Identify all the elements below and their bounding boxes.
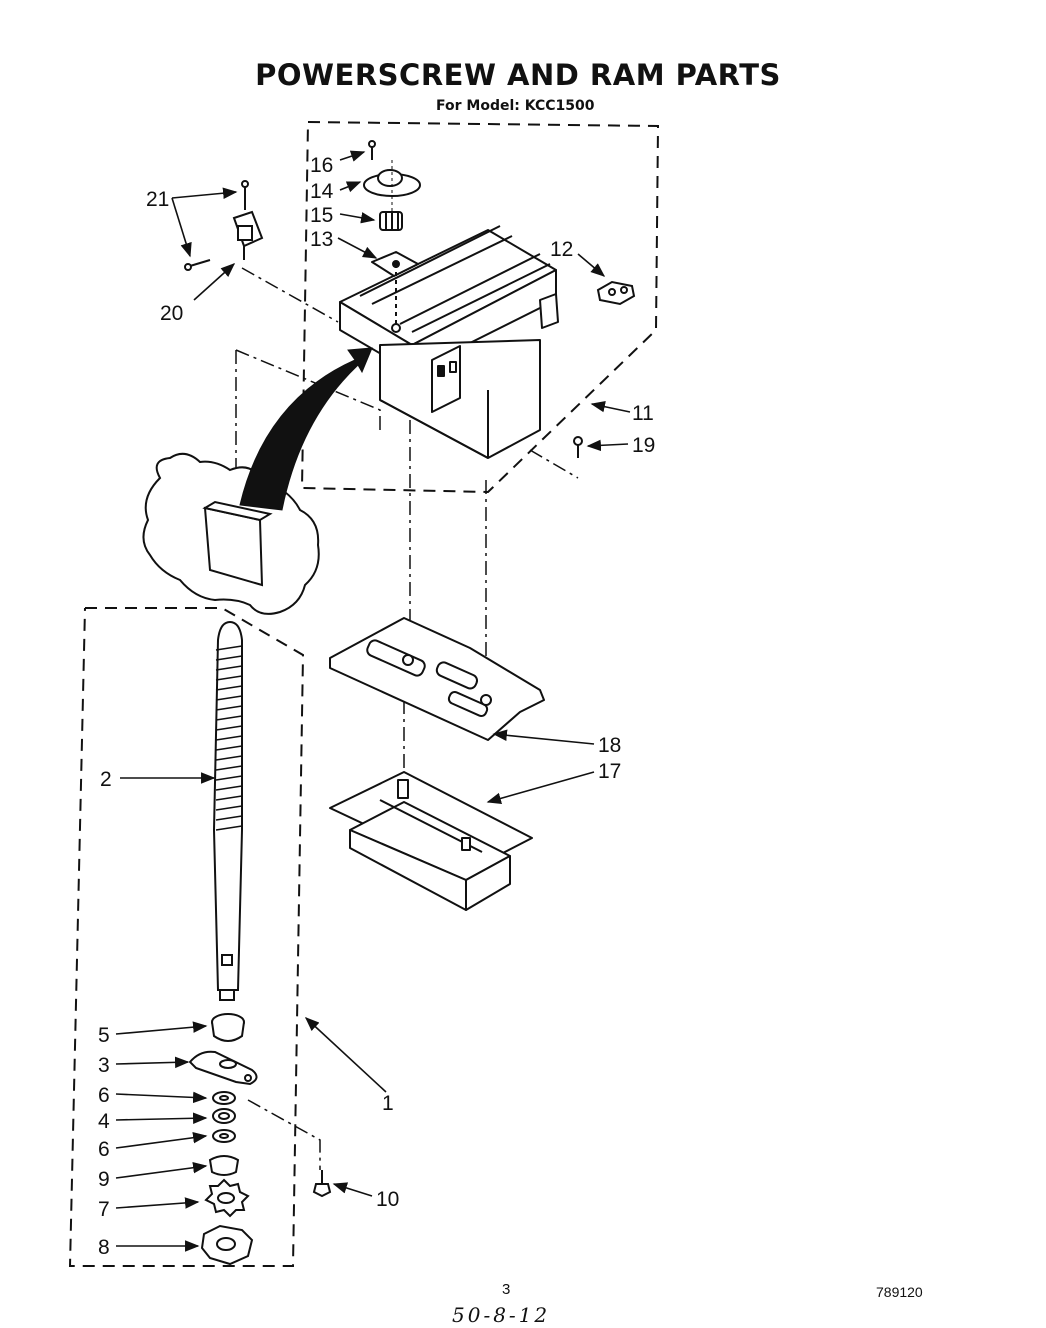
callout-19: 19 xyxy=(632,434,655,457)
callout-11: 11 xyxy=(632,402,654,425)
handwritten-note: 50-8-12 xyxy=(452,1303,551,1327)
bearing-stack xyxy=(188,1013,332,1266)
detail-arrow xyxy=(239,347,373,511)
ram-housing xyxy=(339,225,559,459)
top-small-parts xyxy=(184,140,636,458)
callout-10: 10 xyxy=(376,1188,399,1211)
callout-14: 14 xyxy=(310,180,334,203)
callout-15: 15 xyxy=(310,204,333,227)
callout-12: 12 xyxy=(550,238,573,261)
callout-1: 1 xyxy=(382,1092,394,1115)
callout-numbers: 16 14 15 13 12 21 20 11 19 18 17 2 5 3 6… xyxy=(98,154,655,1259)
callout-6b: 6 xyxy=(98,1138,110,1161)
callout-9: 9 xyxy=(98,1168,110,1191)
leader-lines xyxy=(115,150,631,1252)
callout-17: 17 xyxy=(598,760,621,783)
document-number: 789120 xyxy=(876,1284,923,1300)
callout-18: 18 xyxy=(598,734,621,757)
model-subtitle: For Model: KCC1500 xyxy=(436,98,595,114)
powerscrew xyxy=(212,620,243,1001)
callout-8: 8 xyxy=(98,1236,110,1259)
page-number: 3 xyxy=(502,1281,511,1298)
callout-3: 3 xyxy=(98,1054,110,1077)
gasket xyxy=(329,617,545,741)
callout-16: 16 xyxy=(310,154,333,177)
callout-2: 2 xyxy=(100,768,112,791)
page-title: POWERSCREW AND RAM PARTS xyxy=(255,58,781,92)
dashed-boundaries xyxy=(68,121,660,1267)
detail-inset xyxy=(142,347,373,615)
housing-group-boundary xyxy=(300,121,660,494)
callout-6a: 6 xyxy=(98,1084,110,1107)
drip-pan xyxy=(329,771,533,911)
callout-20: 20 xyxy=(160,302,183,325)
callout-4: 4 xyxy=(98,1110,110,1133)
callout-21: 21 xyxy=(146,188,169,211)
callout-7: 7 xyxy=(98,1198,110,1221)
callout-13: 13 xyxy=(310,228,333,251)
callout-5: 5 xyxy=(98,1024,110,1047)
